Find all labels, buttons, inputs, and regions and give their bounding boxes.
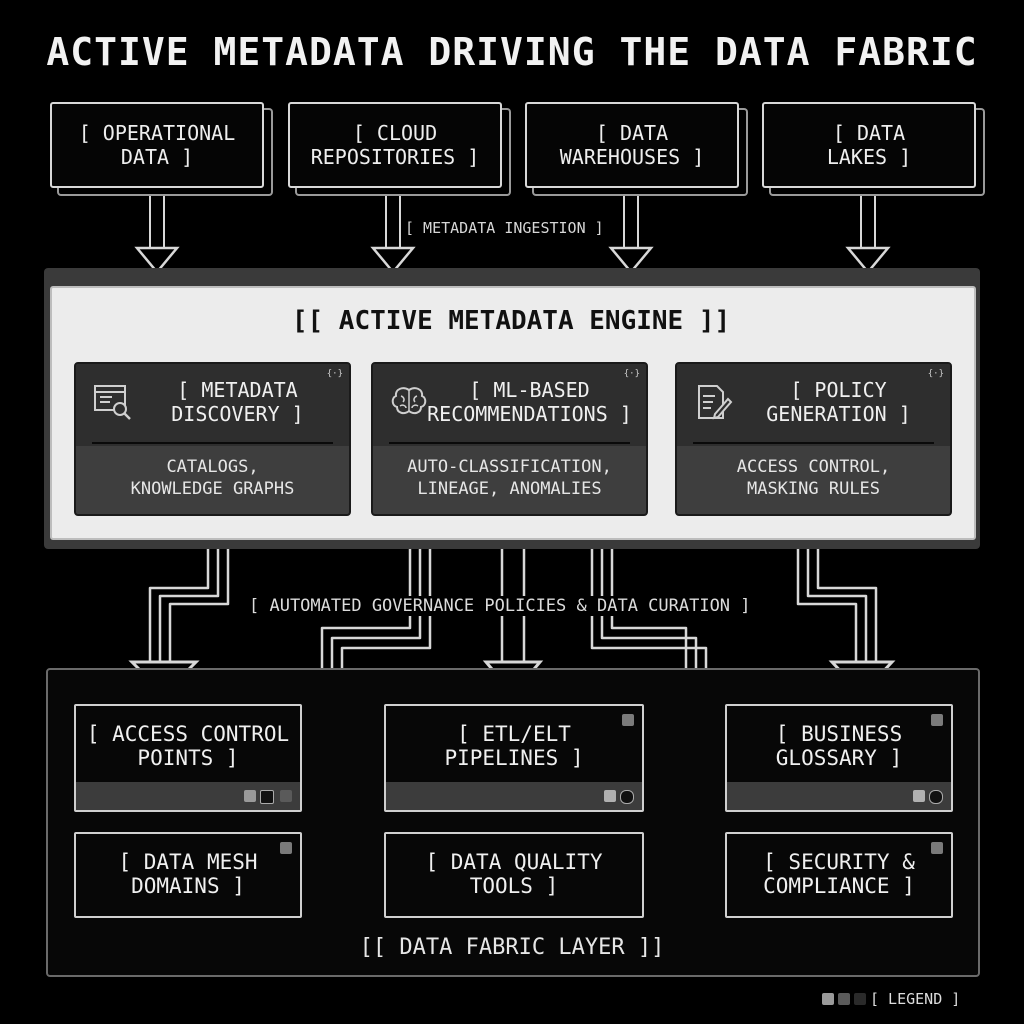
source-label-line2: WAREHOUSES ] [559, 145, 705, 169]
node-label-line2: GLOSSARY ] [775, 746, 903, 770]
node-label-line1: [ BUSINESS [775, 722, 903, 746]
search-document-icon [94, 385, 131, 420]
legend-label: [ LEGEND ] [870, 990, 961, 1008]
legend[interactable]: [ LEGEND ] [822, 990, 960, 1008]
card-body-line1: AUTO-CLASSIFICATION, [407, 457, 612, 477]
card-title-line1: [ POLICY [790, 378, 887, 402]
card-title-line2: GENERATION ] [766, 402, 911, 426]
diagram-title: ACTIVE METADATA DRIVING THE DATA FABRIC [46, 30, 978, 74]
card-body-line1: CATALOGS, [166, 457, 259, 477]
card-title-line2: RECOMMENDATIONS ] [427, 402, 632, 426]
status-square-icon [280, 842, 292, 854]
node-label-line2: DOMAINS ] [131, 874, 245, 898]
card-body-line1: ACCESS CONTROL, [736, 457, 891, 477]
status-square-icon [244, 790, 256, 802]
ingest-arrow-2 [370, 191, 416, 274]
source-label-line1: [ DATA [832, 121, 906, 145]
ingest-arrow-4 [845, 191, 891, 274]
card-body-line2: MASKING RULES [746, 479, 881, 499]
legend-swatch-dark-icon [854, 993, 866, 1005]
node-label-line2: PIPELINES ] [444, 746, 584, 770]
card-title-line1: [ ML-BASED [469, 378, 590, 402]
document-pen-icon [698, 385, 733, 420]
card-body-line2: LINEAGE, ANOMALIES [417, 479, 602, 499]
legend-swatch-mid-icon [838, 993, 850, 1005]
source-label-line1: [ CLOUD [352, 121, 438, 145]
node-label-line2: TOOLS ] [469, 874, 559, 898]
gear-icon [620, 790, 634, 804]
source-label-line2: LAKES ] [826, 145, 912, 169]
ingest-arrow-1 [134, 191, 180, 274]
code-tag-icon: {·} [927, 369, 944, 379]
card-title-line1: [ METADATA [177, 378, 298, 402]
metadata-ingestion-label: [ METADATA INGESTION ] [402, 219, 607, 237]
status-square-icon [622, 714, 634, 726]
governance-label: [ AUTOMATED GOVERNANCE POLICIES & DATA C… [246, 596, 754, 616]
node-label-line1: [ ETL/ELT [457, 722, 571, 746]
source-label-line2: REPOSITORIES ] [310, 145, 480, 169]
gear-icon [929, 790, 943, 804]
source-label-line1: [ DATA [595, 121, 669, 145]
fabric-layer-label: [[ DATA FABRIC LAYER ]] [359, 935, 665, 960]
status-square-icon [913, 790, 925, 802]
ingest-arrow-3 [608, 191, 654, 274]
node-label-line2: POINTS ] [137, 746, 239, 770]
node-security-compliance: [ SECURITY &COMPLIANCE ] [725, 832, 953, 918]
legend-swatch-light-icon [822, 993, 834, 1005]
node-status-bar [386, 782, 642, 810]
status-square-icon [931, 714, 943, 726]
node-status-bar [76, 782, 300, 810]
node-label-line1: [ ACCESS CONTROL [86, 722, 290, 746]
node-label-line1: [ DATA QUALITY [425, 850, 603, 874]
status-square-icon [931, 842, 943, 854]
code-tag-icon: {·} [326, 369, 343, 379]
node-status-bar [727, 782, 951, 810]
node-label-line2: COMPLIANCE ] [763, 874, 915, 898]
code-tag-icon: {·} [623, 369, 640, 379]
status-square-icon [604, 790, 616, 802]
source-label-line2: DATA ] [120, 145, 194, 169]
chip-icon [260, 790, 274, 804]
node-label-line1: [ DATA MESH [118, 850, 258, 874]
brain-icon [391, 387, 427, 415]
source-label-line1: [ OPERATIONAL [78, 121, 236, 145]
status-square-icon [280, 790, 292, 802]
card-body-line2: KNOWLEDGE GRAPHS [130, 479, 295, 499]
card-title-line2: DISCOVERY ] [171, 402, 304, 426]
node-label-line1: [ SECURITY & [763, 850, 915, 874]
engine-title: [[ ACTIVE METADATA ENGINE ]] [291, 306, 731, 336]
